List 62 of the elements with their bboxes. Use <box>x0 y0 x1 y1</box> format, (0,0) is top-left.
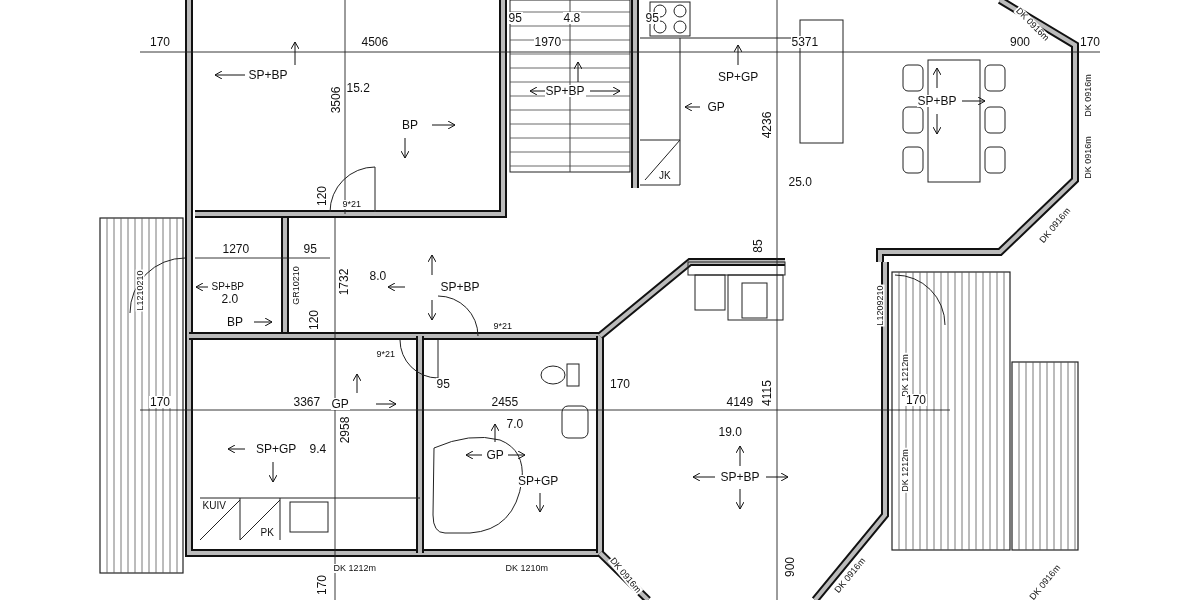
outlet-code-label: SP+BP <box>544 85 586 97</box>
dimension-label: 170 <box>905 394 928 406</box>
area-label: 25.0 <box>787 176 813 188</box>
door-size-label: 9*21 <box>341 199 363 209</box>
dimension-label: 4115 <box>760 379 773 407</box>
outlet-code-label: GP <box>330 398 350 410</box>
door-size-label: 9*21 <box>492 321 514 331</box>
area-label: 15.2 <box>345 82 371 94</box>
appliance-code-label: PK <box>259 528 275 538</box>
dimension-label: 170 <box>149 396 172 408</box>
dimension-label: 4506 <box>360 36 390 48</box>
dimension-label: 900 <box>784 556 796 578</box>
dimension-label: 85 <box>751 238 764 254</box>
appliance-code-label: JK <box>658 171 672 181</box>
window-code-label: DK 0916m <box>1083 72 1093 118</box>
dimension-label: 1970 <box>533 36 563 48</box>
dimension-label: 120 <box>316 185 328 207</box>
area-label: 8.0 <box>368 270 388 282</box>
dimension-label: 120 <box>308 309 320 331</box>
dimension-label: 95 <box>644 12 660 24</box>
outlet-code-label: SP+BP <box>247 69 289 81</box>
door-code-label: L1209210 <box>875 284 885 326</box>
outlet-code-label: SP+GP <box>255 443 298 455</box>
outlet-code-label: GP <box>485 449 505 461</box>
dimension-label: 2958 <box>338 415 351 445</box>
dimension-label: 3367 <box>292 396 322 408</box>
door-size-label: 9*21 <box>375 349 397 359</box>
outlet-code-label: SP+BP <box>210 282 246 292</box>
dimension-label: 170 <box>149 36 172 48</box>
outlet-code-label: SP+BP <box>719 471 761 483</box>
appliance-code-label: KUIV <box>201 501 227 511</box>
outlet-code-label: SP+GP <box>517 475 560 487</box>
dimension-label: 1270 <box>221 243 251 255</box>
dimension-label: 170 <box>316 574 328 596</box>
window-code-label: DK 1212m <box>900 447 910 493</box>
outlet-code-label: SP+GP <box>717 71 760 83</box>
dimension-label: 3506 <box>329 85 342 115</box>
door-code-label: GR10210 <box>291 264 301 306</box>
dimension-label: 4149 <box>725 396 755 408</box>
dimension-label: 170 <box>609 378 632 390</box>
dimension-label: 5371 <box>790 36 820 48</box>
dimension-label: 4236 <box>760 110 773 140</box>
area-label: 2.0 <box>220 293 240 305</box>
door-code-label: L1210210 <box>135 269 145 311</box>
dimension-label: 95 <box>507 12 523 24</box>
dimension-label: 95 <box>302 243 318 255</box>
area-label: 9.4 <box>308 443 328 455</box>
dimension-label: 1732 <box>337 267 350 297</box>
window-code-label: DK 1210m <box>504 563 550 573</box>
area-label: 4.8 <box>562 12 582 24</box>
area-label: 7.0 <box>505 418 525 430</box>
outlet-code-label: SP+BP <box>439 281 481 293</box>
dimension-label: 170 <box>1079 36 1102 48</box>
outlet-code-label: SP+BP <box>916 95 958 107</box>
outlet-code-label: BP <box>401 119 419 131</box>
outlet-code-label: GP <box>706 101 726 113</box>
outlet-code-label: BP <box>226 316 244 328</box>
dimension-label: 95 <box>435 378 451 390</box>
area-label: 19.0 <box>717 426 743 438</box>
window-code-label: DK 0916m <box>1083 134 1093 180</box>
dimension-label: 2455 <box>490 396 520 408</box>
window-code-label: DK 1212m <box>332 563 378 573</box>
